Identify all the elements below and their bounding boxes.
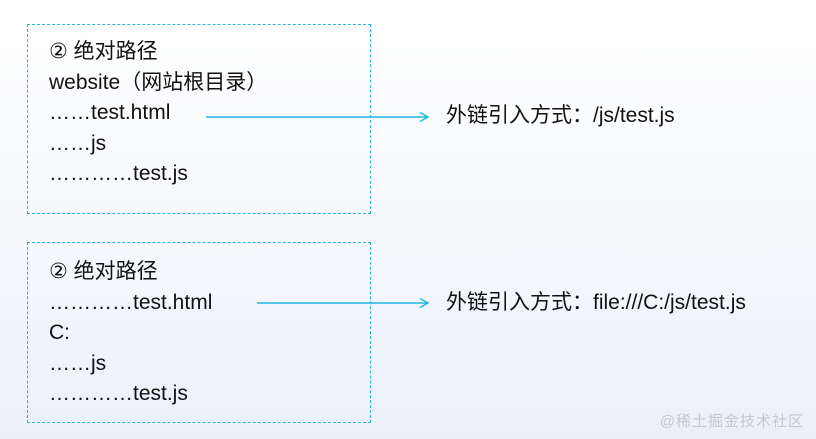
panel-heading: ② 绝对路径 — [49, 40, 158, 63]
tree-item-js-folder: ……js — [49, 131, 107, 155]
tree-item-js-file: …………test.js — [49, 382, 188, 405]
tree-item-drive: C: — [49, 321, 70, 344]
reference-method-2: 外链引入方式：file:///C:/js/test.js — [446, 289, 746, 317]
directory-panel-website-root: ② 绝对路径 website（网站根目录） ……test.html ……js …… — [27, 24, 371, 214]
tree-item-html-file: …………test.html — [49, 290, 213, 314]
panel-heading: ② 绝对路径 — [49, 260, 158, 283]
method-label: 外链引入方式： — [446, 104, 593, 127]
arrow-1-head — [419, 111, 430, 123]
method-path: /js/test.js — [593, 104, 675, 127]
watermark: @稀土掘金技术社区 — [659, 413, 804, 430]
tree-item-root: website（网站根目录） — [49, 70, 268, 94]
tree-item-js-folder: ……js — [49, 351, 107, 375]
tree-item-js-file: …………test.js — [49, 162, 188, 185]
tree-item-html-file: ……test.html — [49, 101, 171, 124]
method-label: 外链引入方式： — [446, 291, 593, 314]
reference-method-1: 外链引入方式：/js/test.js — [446, 102, 675, 130]
arrow-2-head — [419, 297, 430, 309]
directory-panel-disk-root: ② 绝对路径 …………test.html C: ……js …………test.js — [27, 242, 371, 423]
method-path: file:///C:/js/test.js — [593, 291, 746, 314]
